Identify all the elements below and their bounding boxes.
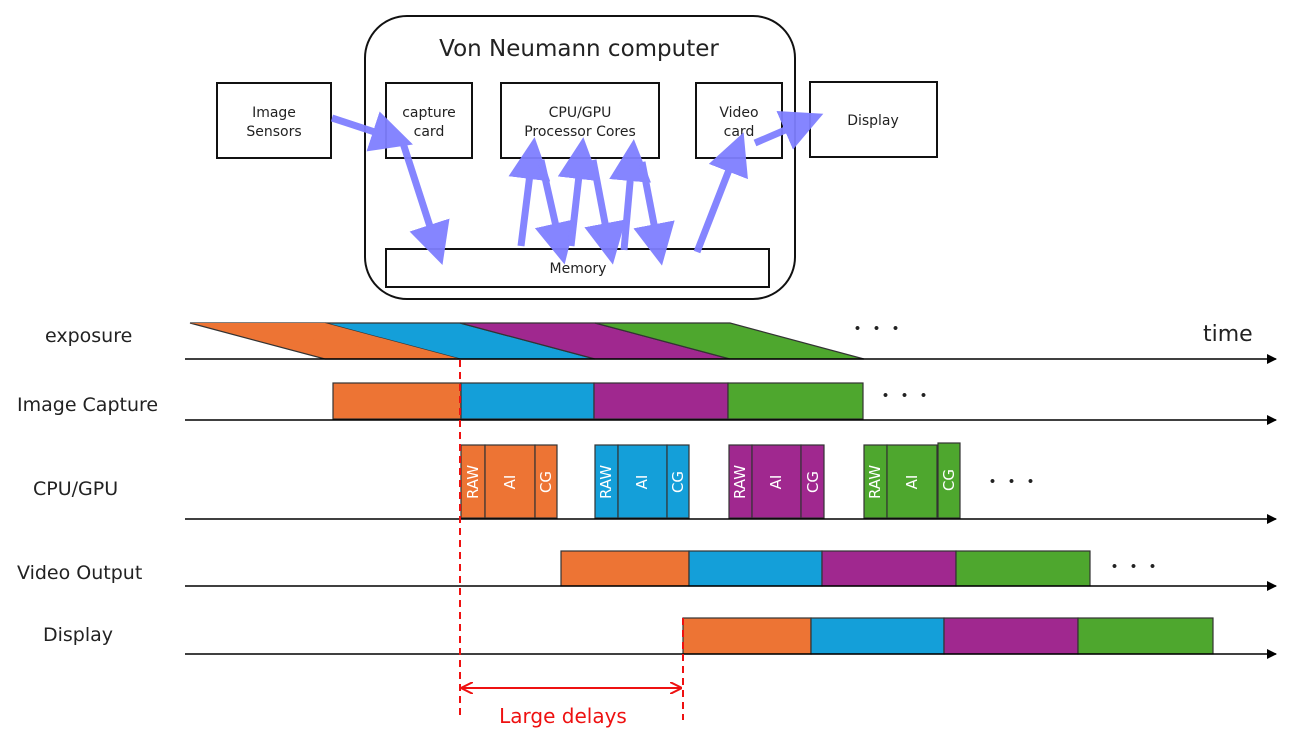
svg-text:Video: Video [719,105,758,121]
lane-label-video-output: Video Output [17,562,142,584]
svg-text:Display: Display [847,113,899,129]
exposure-frames [189,322,865,360]
processing-frame-3 [728,444,825,519]
lane-label-cpu-gpu: CPU/GPU [33,478,118,500]
display-frame-4 [1077,617,1214,655]
stage-label-raw: RAW [464,465,482,499]
display-block: Display [809,81,938,158]
delay-label: Large delays [499,704,627,728]
display-frame-1 [682,617,812,655]
video-output-ellipsis: ・・・ [1105,556,1162,578]
capture-frame-1 [332,382,462,420]
processing-frame-2 [594,444,690,519]
display-frame-3 [943,617,1079,655]
svg-text:Sensors: Sensors [246,124,301,140]
stage-label-cg: CG [537,471,555,493]
video-output-frame-3 [821,550,957,587]
exposure-ellipsis: ・・・ [848,318,905,340]
memory-block: Memory [385,248,770,288]
stage-label-ai: AI [767,475,785,490]
capture-frame-2 [460,382,595,420]
video-output-frame-4 [955,550,1091,587]
capture-frames [332,382,864,420]
stage-labels: RAW AI CG RAW AI CG RAW AI CG RAW AI CG [464,465,958,499]
stage-label-cg: CG [804,471,822,493]
processing-frame-1 [460,444,558,519]
processing-frame-4 [863,442,961,519]
stage-label-cg: CG [669,471,687,493]
delay-markers [459,360,684,720]
capture-frame-3 [593,382,729,420]
svg-text:CPU/GPU: CPU/GPU [549,105,612,121]
svg-text:Image: Image [252,105,296,121]
stage-label-cg: CG [940,469,958,491]
cpu-gpu-ellipsis: ・・・ [983,471,1040,493]
stage-label-ai: AI [903,475,921,490]
lane-label-exposure: exposure [45,325,132,347]
lane-label-display: Display [43,624,113,646]
svg-text:card: card [724,124,755,140]
capture-ellipsis: ・・・ [876,385,933,407]
display-frame-2 [810,617,945,655]
computer-title: Von Neumann computer [439,36,719,62]
capture-frame-4 [727,382,864,420]
svg-text:Processor Cores: Processor Cores [524,124,636,140]
video-output-frame-2 [688,550,823,587]
stage-label-raw: RAW [597,465,615,499]
cpu-gpu-block: CPU/GPU Processor Cores [500,82,660,159]
computer-outline [364,15,796,300]
svg-text:Memory: Memory [550,261,607,277]
video-output-frames [560,550,1091,587]
time-label: time [1203,322,1253,347]
image-sensors-block: Image Sensors [216,82,332,159]
lane-label-image-capture: Image Capture [17,394,158,416]
stage-label-raw: RAW [731,465,749,499]
stage-label-ai: AI [501,475,519,490]
data-flow-arrows [330,110,824,266]
display-frames [682,617,1214,655]
stage-label-raw: RAW [866,465,884,499]
svg-text:capture: capture [402,105,456,121]
video-card-block: Video card [695,82,783,159]
stage-label-ai: AI [633,475,651,490]
video-output-frame-1 [560,550,690,587]
svg-text:card: card [414,124,445,140]
capture-card-block: capture card [385,82,473,159]
